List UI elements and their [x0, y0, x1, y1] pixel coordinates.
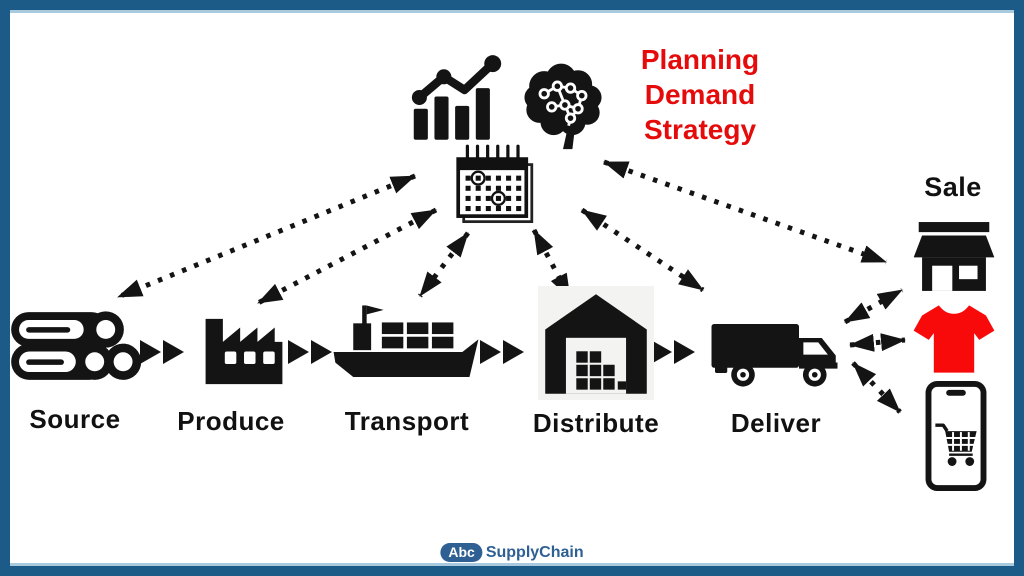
brand-logo-name: SupplyChain — [485, 543, 584, 561]
ai-brain-icon — [512, 58, 614, 152]
slide-border-accent-top — [10, 10, 1014, 13]
brand-logo-badge: Abc — [440, 543, 483, 562]
tshirt-icon — [911, 302, 997, 376]
arrow-hub-deliver — [580, 207, 705, 293]
stage-label-deliver: Deliver — [730, 408, 822, 438]
arrow-hub-sale — [603, 159, 887, 265]
storefront-icon — [912, 220, 996, 298]
arrow-hub-transport — [418, 231, 470, 298]
flow-arrow-distribute-deliver — [651, 340, 695, 364]
logs-icon — [8, 300, 142, 392]
warehouse-icon — [538, 286, 654, 400]
factory-icon — [196, 292, 292, 388]
slide-border-accent-bottom — [10, 563, 1014, 566]
arrow-deliver-store — [843, 287, 904, 325]
stage-label-transport: Transport — [344, 406, 470, 436]
brand-logo: Abc SupplyChain — [440, 543, 584, 562]
truck-icon — [708, 306, 848, 398]
phone-shopping-icon — [924, 380, 988, 492]
planning-line-1: Planning — [640, 44, 760, 75]
planning-title: Planning Demand Strategy — [615, 42, 785, 147]
stage-label-distribute: Distribute — [532, 408, 660, 438]
arrow-hub-source — [117, 173, 416, 300]
sale-label: Sale — [924, 172, 982, 202]
bar-line-chart-icon — [410, 52, 504, 142]
stage-label-source: Source — [29, 404, 121, 434]
calendar-icon — [449, 136, 541, 230]
planning-line-3: Strategy — [643, 114, 757, 145]
flow-arrow-produce-transport — [288, 340, 332, 364]
arrow-hub-produce — [256, 207, 438, 306]
flow-arrow-transport-distribute — [480, 340, 524, 364]
stage-label-produce: Produce — [177, 406, 285, 436]
planning-line-2: Demand — [644, 79, 756, 110]
arrow-deliver-phone — [851, 361, 902, 414]
flow-arrow-source-produce — [140, 340, 184, 364]
arrow-deliver-tshirt — [849, 333, 906, 352]
cargo-ship-icon — [330, 296, 482, 390]
